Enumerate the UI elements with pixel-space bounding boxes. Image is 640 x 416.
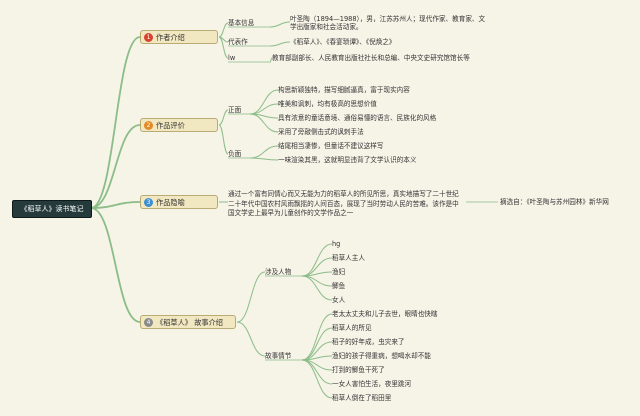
story-plot-item: 一女人害怕生活，夜里跳河 [332, 380, 412, 388]
author-works-label: 代表作 [228, 38, 248, 46]
connector-line [301, 359, 333, 385]
connector-line [218, 36, 229, 59]
connector-line [249, 145, 279, 159]
connector-line [301, 327, 333, 361]
story-plot-item: 老太太丈夫和儿子去世，眼睛也快瞎 [332, 310, 438, 318]
connector-line [269, 41, 291, 47]
connector-line [249, 113, 279, 133]
connector-line [90, 201, 141, 209]
story-plot-item: 渔妇的孩子得重病，想喝水却不能 [332, 352, 431, 360]
connector-line [301, 275, 333, 287]
story-char: 稻草人主人 [332, 254, 365, 262]
branch-story-label: 《稻草人》 故事介绍 [156, 318, 223, 327]
branch-story[interactable]: 4《稻草人》 故事介绍 [140, 315, 236, 329]
connector-line [90, 36, 141, 209]
connector-line [218, 124, 229, 155]
connector-line [218, 22, 229, 38]
connector-line [269, 57, 273, 63]
number-badge-1: 1 [144, 32, 153, 42]
author-basic-label: 基本信息 [228, 19, 255, 27]
eval-positive-item: 构思新颖独特，描写细腻逼真，富于现实内容 [278, 86, 410, 94]
story-char: 鲫鱼 [332, 282, 346, 290]
connector-line [249, 89, 279, 115]
branch-metaphor-label: 作品隐喻 [156, 198, 185, 207]
connector-line [301, 359, 333, 399]
metaphor-source: 摘选自：《叶圣陶与苏州园林》新华网 [500, 198, 609, 206]
story-plot-item: 稻草人的所见 [332, 324, 372, 332]
story-plot-item: 稻子的好年成，虫灾来了 [332, 338, 405, 346]
story-char: hg [332, 240, 341, 248]
author-basic-text: 叶圣陶（1894—1988），男，江苏苏州人；现代作家、教育家、文学出版家和社会… [290, 15, 486, 31]
connector-line [301, 313, 333, 361]
story-char: 渔妇 [332, 268, 346, 276]
eval-positive-label: 正面 [228, 106, 242, 114]
connector-line [90, 207, 141, 323]
eval-negative-label: 负面 [228, 150, 242, 158]
story-chars-label: 涉及人物 [265, 268, 292, 276]
metaphor-text: 通过一个富有同情心而又无能为力的稻草人的所见所思，真实地描写了二十世纪二十年代中… [228, 190, 459, 217]
connector-line [301, 275, 333, 301]
connector-line [301, 271, 333, 277]
number-badge-2: 2 [144, 120, 153, 130]
number-badge-4: 4 [144, 317, 153, 327]
number-badge-3: 3 [144, 197, 153, 207]
story-plot-item: 打到的鲫鱼干死了 [332, 366, 385, 374]
connector-line [218, 109, 229, 126]
eval-negative-item: 结尾相当凄惨，但童话不建议这样写 [278, 142, 384, 150]
eval-negative-item: 一味渲染其黑，这就明显违背了文学认识的本义 [278, 156, 417, 164]
author-works-text: 《稻草人》、《春宴琐谭》、《倪焕之》 [290, 38, 396, 46]
story-plot-label: 故事情节 [265, 352, 292, 360]
eval-positive-item: 采用了旁敲侧击式的讽刺手法 [278, 128, 364, 136]
root-node[interactable]: 《稻草人》读书笔记 [12, 200, 92, 218]
connector-line [236, 271, 266, 323]
connector-line [236, 321, 266, 357]
author-lw-text: 教育部副部长、人民教育出版社社长和总编、中央文史研究馆馆长等 [272, 54, 470, 62]
eval-positive-item: 具有浓意的童话意境、通俗易懂的语言、民族化的风格 [278, 114, 437, 122]
branch-evaluation-label: 作品评价 [156, 121, 185, 130]
connector-line [249, 157, 279, 161]
story-plot-item: 稻草人倒在了稻田里 [332, 394, 392, 402]
author-lw-label: lw [228, 54, 236, 62]
story-char: 女人 [332, 296, 346, 304]
connector-line [249, 103, 279, 115]
connector-line [269, 21, 291, 28]
branch-author-label: 作者介绍 [156, 33, 185, 42]
connector-line [90, 124, 141, 209]
eval-positive-item: 唯美和讽刺，均有极高的思想价值 [278, 100, 377, 108]
connector-line [301, 243, 333, 277]
